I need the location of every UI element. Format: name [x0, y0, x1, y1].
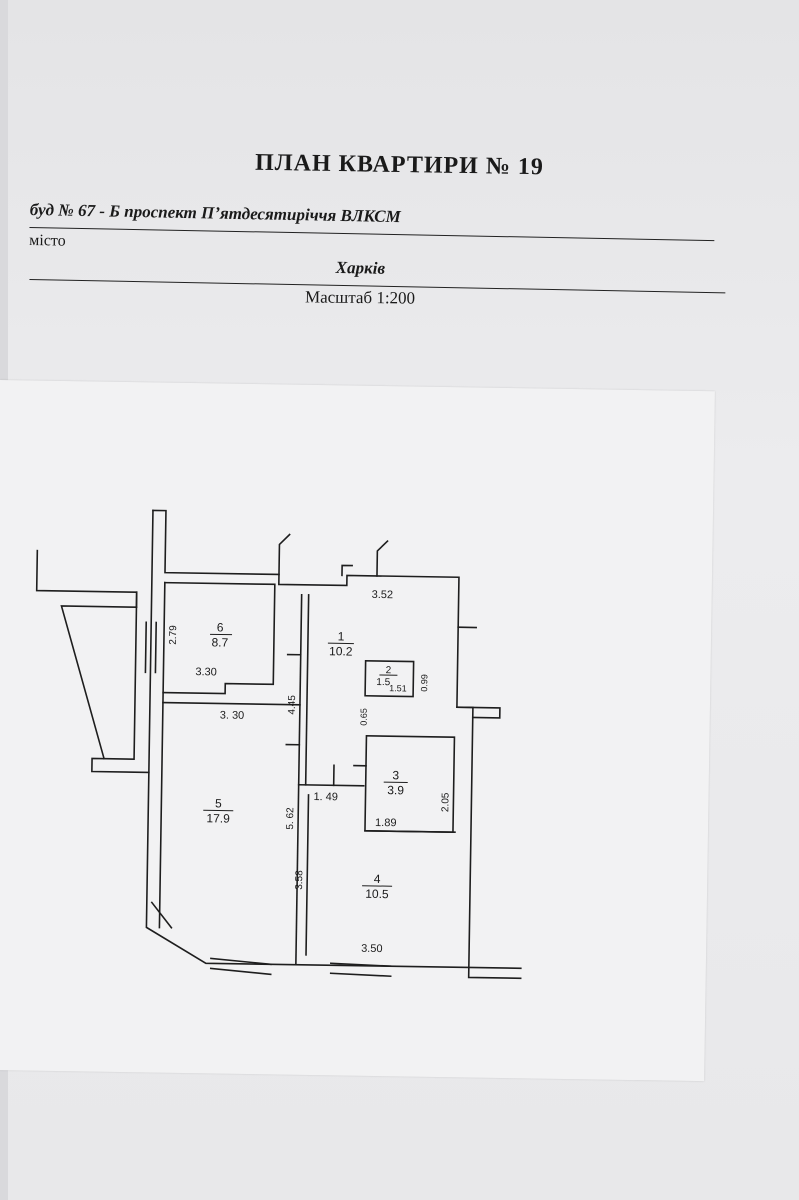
dim-r1-height: 4.45	[287, 695, 298, 715]
wall-room5-top	[162, 701, 301, 706]
room-4-area: 10.5	[365, 887, 389, 901]
outer-wall-left	[35, 509, 154, 774]
dim-corridor: 1. 49	[313, 791, 338, 803]
room-3-bottom	[364, 829, 456, 834]
room-5-area: 17.9	[206, 811, 230, 825]
room-labels: 6 8.7 1 10.2 2 1.5 3 3.9 4 10.5 5 17.9	[203, 620, 408, 901]
dim-r4-height: 3.58	[294, 870, 305, 890]
dim-r2-door: 0.65	[359, 708, 369, 726]
window-bottom-1	[209, 957, 272, 976]
outer-wall-bottom	[145, 771, 522, 970]
room-2-walls	[364, 659, 415, 698]
floor-plan: 6 8.7 1 10.2 2 1.5 3 3.9 4 10.5 5 17.9 3…	[35, 509, 522, 980]
dim-r2-height: 0.99	[419, 674, 429, 692]
balcony	[60, 605, 138, 760]
city-name: Харків	[335, 257, 386, 278]
dim-r6-height: 2.79	[168, 625, 179, 645]
room-3-number: 3	[392, 768, 399, 782]
room-5-number: 5	[215, 796, 222, 810]
room-2-area: 1.5	[376, 677, 391, 688]
door-top-3	[376, 539, 389, 577]
inner-wall-left	[158, 581, 166, 929]
scale-label: Масштаб 1:200	[304, 287, 416, 308]
wall-notch	[456, 706, 501, 719]
dim-r5-height: 5. 62	[285, 807, 296, 830]
room-1-number: 1	[338, 629, 345, 643]
partition-center	[295, 593, 303, 966]
dim-r3-height: 2.05	[440, 792, 451, 812]
dim-r4-width: 3.50	[361, 943, 383, 955]
floor-plan-sheet: 6 8.7 1 10.2 2 1.5 3 3.9 4 10.5 5 17.9 3…	[0, 380, 715, 1082]
partition-center-inner	[304, 594, 310, 786]
door-top-1	[278, 533, 291, 576]
address-rule	[29, 226, 715, 242]
dim-r1-top: 3.52	[372, 589, 394, 601]
window-bottom-2	[329, 962, 392, 978]
room-6-area: 8.7	[211, 635, 228, 649]
room-4-number: 4	[374, 872, 381, 886]
dim-r2-width: 1.51	[389, 683, 407, 693]
room-6-number: 6	[217, 620, 224, 634]
window-left	[144, 621, 158, 674]
dim-r3-width: 1.89	[375, 817, 397, 829]
window-corner	[150, 901, 173, 929]
room-3-area: 3.9	[387, 783, 404, 797]
dimension-labels: 3.52 3.30 2.79 3. 30 4.45 5. 62 1. 49 1.…	[168, 589, 452, 955]
door-top-2	[341, 564, 353, 577]
outer-wall-top-right	[152, 509, 522, 980]
room-1-area: 10.2	[329, 644, 353, 658]
room-4-left-wall	[305, 794, 310, 956]
city-label: місто	[29, 231, 66, 250]
dim-r6-width: 3.30	[195, 666, 217, 678]
room-6-walls	[162, 581, 276, 695]
room-2-number: 2	[386, 665, 392, 676]
dim-r5-width: 3. 30	[220, 709, 245, 721]
wall-corridor	[297, 783, 365, 787]
